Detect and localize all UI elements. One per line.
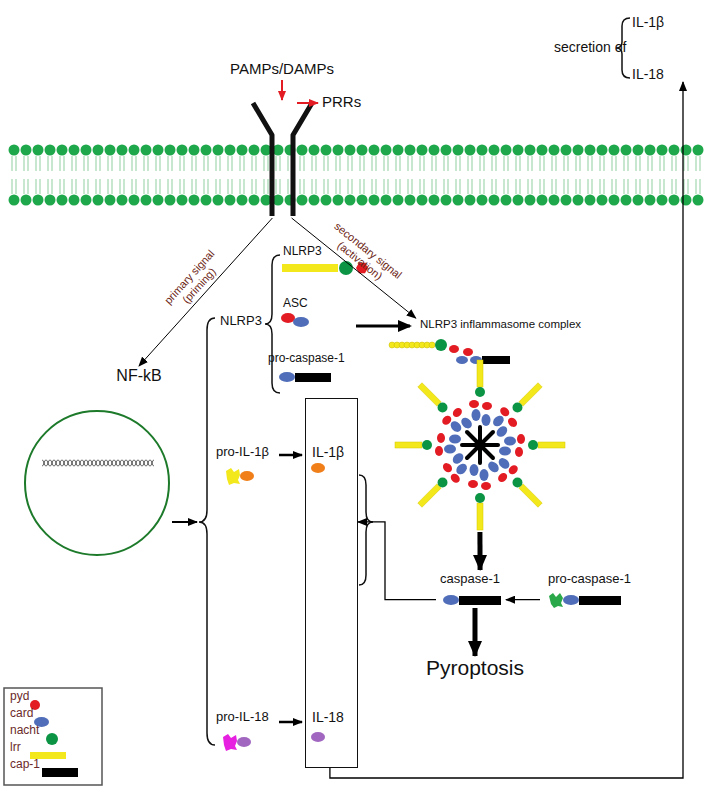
protein-name: ASC (283, 297, 308, 311)
node-text: pro-caspase-1 (548, 572, 631, 587)
arrow (279, 721, 302, 724)
receptor-name: PRRs (322, 93, 361, 110)
receptor: PAMPs/DAMPs (222, 58, 342, 218)
inflammasome-unit (389, 339, 510, 364)
procaspase-protein (549, 593, 621, 608)
legend-text: lrr (10, 741, 21, 755)
node-text: Pyroptosis (410, 656, 540, 680)
outcome-label: Pyroptosis (410, 656, 540, 682)
legend-text: pyd (10, 690, 29, 704)
node-text: IL-1β (312, 444, 344, 460)
legend-frame (4, 688, 102, 785)
protein-name: NLRP3 (283, 245, 322, 259)
node-text: caspase-1 (440, 572, 500, 587)
legend-text: card (10, 707, 33, 721)
connector-arrow (477, 532, 482, 570)
node-text: IL-1β (632, 14, 664, 30)
connector-arrow (358, 522, 436, 600)
protein-name: pro-IL-1β (216, 445, 269, 460)
inflammasome-assembly (395, 360, 565, 530)
legend-swatch (46, 733, 58, 745)
pro-cytokine (223, 734, 251, 751)
node-text: IL-18 (632, 66, 664, 82)
connector-arrow (506, 599, 540, 600)
pro-cytokine (226, 468, 254, 485)
node-text: NF-kB (108, 367, 170, 385)
nucleus (25, 411, 169, 555)
brace (199, 318, 215, 745)
cell-membrane (8, 143, 704, 207)
inflammasome-complex: NLRP3 inflammasome complex (385, 318, 590, 532)
receptor-symbol (253, 103, 312, 216)
protein-name: pro-caspase-1 (268, 352, 345, 366)
edge-label: primary signal (priming) (152, 237, 235, 325)
transcription-factor: NF-kB (108, 366, 170, 388)
node-text: secretion of (554, 39, 626, 55)
group-name: NLRP3 (220, 314, 262, 329)
pointer-arrow (297, 102, 318, 104)
dna-helix (42, 458, 154, 468)
arrow (279, 454, 302, 457)
brace (265, 255, 280, 393)
cytokine (311, 732, 325, 742)
connector-arrow (139, 218, 272, 366)
arrow (172, 521, 197, 523)
connector-arrow (330, 82, 683, 778)
cytokine (311, 463, 325, 473)
cytokine-box: IL-1βIL-18 (305, 398, 358, 768)
node-text: PAMPs/DAMPs (222, 60, 342, 77)
ligand-arrow (281, 80, 283, 100)
secretion-group: secretion of IL-1βIL-18 (550, 12, 690, 82)
legend-text: nacht (10, 724, 39, 738)
procaspase-protein (279, 372, 331, 382)
caspase-protein (443, 595, 501, 605)
node-text: IL-18 (312, 709, 344, 725)
arrow (356, 325, 410, 328)
protein-name: pro-IL-18 (216, 710, 269, 725)
legend-swatch (42, 768, 78, 777)
procaspase-label: pro-caspase-1 (540, 570, 626, 608)
edge-label: secondary signal (activation) (318, 216, 409, 296)
legend-text: cap-1 (10, 758, 40, 772)
asc-protein (281, 313, 309, 327)
brace (359, 475, 373, 585)
caspase-label: caspase-1 (436, 570, 506, 608)
node-text: NLRP3 inflammasome complex (420, 318, 581, 331)
connector-arrow (472, 608, 477, 656)
